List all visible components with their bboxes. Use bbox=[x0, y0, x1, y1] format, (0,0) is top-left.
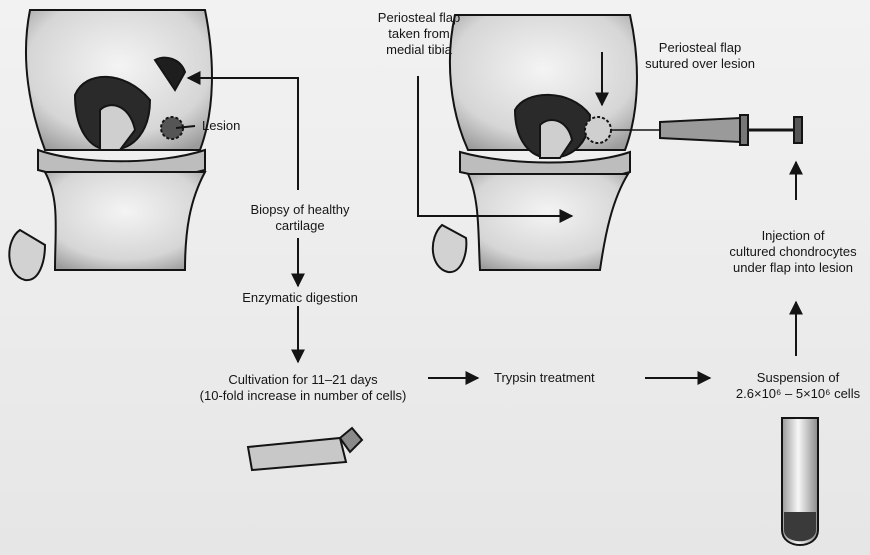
suspension-label-line-2: 2.6×10⁶ – 5×10⁶ cells bbox=[726, 386, 870, 402]
cultivation-label: Cultivation for 11–21 days (10-fold incr… bbox=[178, 372, 428, 404]
biopsy-label-line-1: Biopsy of healthy bbox=[232, 202, 368, 218]
lesion-label: Lesion bbox=[202, 118, 240, 134]
periosteal-sutured-label: Periosteal flap sutured over lesion bbox=[630, 40, 770, 72]
periosteal-taken-line-3: medial tibia bbox=[358, 42, 480, 58]
biopsy-label-line-2: cartilage bbox=[232, 218, 368, 234]
trypsin-label: Trypsin treatment bbox=[494, 370, 595, 386]
periosteal-taken-line-1: Periosteal flap bbox=[358, 10, 480, 26]
syringe-illustration bbox=[610, 115, 802, 145]
injection-label: Injection of cultured chondrocytes under… bbox=[716, 228, 870, 276]
cultivation-label-line-1: Cultivation for 11–21 days bbox=[178, 372, 428, 388]
periosteal-taken-label: Periosteal flap taken from medial tibia bbox=[358, 10, 480, 58]
injection-label-line-2: cultured chondrocytes bbox=[716, 244, 870, 260]
cultivation-label-line-2: (10-fold increase in number of cells) bbox=[178, 388, 428, 404]
suspension-label-line-1: Suspension of bbox=[726, 370, 870, 386]
biopsy-label: Biopsy of healthy cartilage bbox=[232, 202, 368, 234]
injection-label-line-3: under flap into lesion bbox=[716, 260, 870, 276]
periosteal-sutured-line-1: Periosteal flap bbox=[630, 40, 770, 56]
periosteal-sutured-line-2: sutured over lesion bbox=[630, 56, 770, 72]
digestion-label: Enzymatic digestion bbox=[220, 290, 380, 306]
injection-label-line-1: Injection of bbox=[716, 228, 870, 244]
suspension-label: Suspension of 2.6×10⁶ – 5×10⁶ cells bbox=[726, 370, 870, 402]
periosteal-taken-line-2: taken from bbox=[358, 26, 480, 42]
test-tube-illustration bbox=[782, 418, 818, 545]
left-knee-illustration bbox=[9, 10, 212, 280]
culture-flask-illustration bbox=[248, 428, 362, 470]
